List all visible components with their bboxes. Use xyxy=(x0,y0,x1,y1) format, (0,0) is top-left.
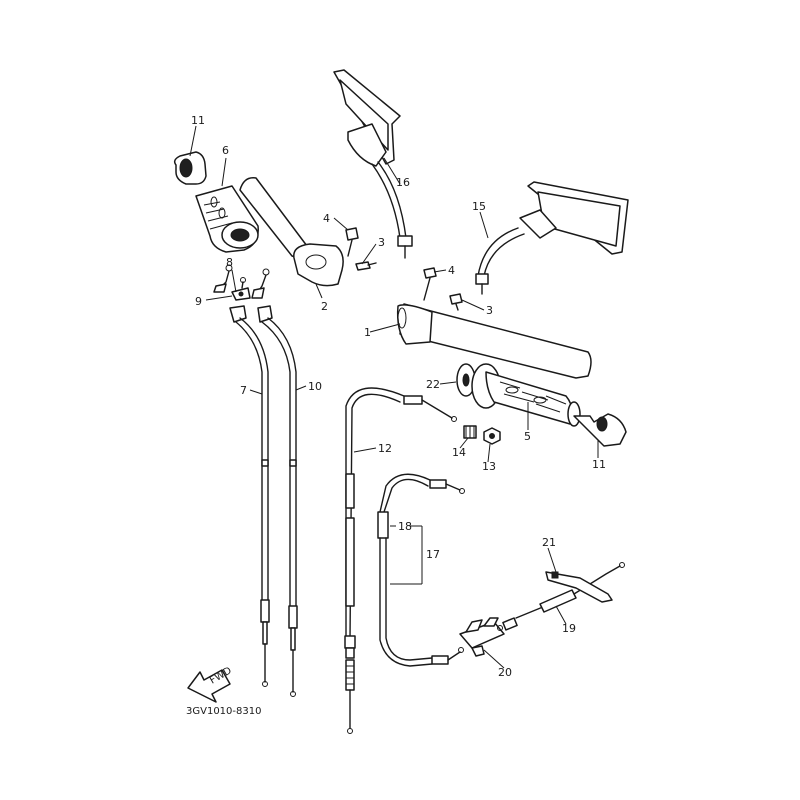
cable-7 xyxy=(229,305,270,687)
callout-11-left: 11 xyxy=(191,114,205,127)
cable-10 xyxy=(257,305,298,697)
callout-10: 10 xyxy=(308,380,322,393)
callout-16: 16 xyxy=(396,176,410,189)
callout-3-right: 3 xyxy=(486,304,493,317)
throttle-tube xyxy=(239,177,344,287)
callout-4-right: 4 xyxy=(448,264,455,277)
fwd-arrow: FWD xyxy=(187,665,234,703)
callout-6: 6 xyxy=(222,144,229,157)
grip-end-right xyxy=(573,413,627,447)
leader-lines xyxy=(189,125,599,669)
callout-18: 18 xyxy=(398,520,412,533)
callout-9: 9 xyxy=(195,295,202,308)
handlebar xyxy=(396,303,592,379)
screw-3-right xyxy=(449,293,463,311)
callout-5: 5 xyxy=(524,430,531,443)
throttle-grip xyxy=(195,185,259,253)
grip-end-left xyxy=(173,151,207,185)
cable-ends-7-10 xyxy=(213,264,270,299)
screw-3-left xyxy=(355,261,377,271)
cable-12 xyxy=(344,387,457,734)
callout-15: 15 xyxy=(472,200,486,213)
callout-17: 17 xyxy=(426,548,440,561)
callout-22: 22 xyxy=(426,378,440,391)
band-21 xyxy=(545,571,613,603)
callout-12: 12 xyxy=(378,442,392,455)
screw-4-right xyxy=(423,267,437,301)
mirror-left xyxy=(333,69,413,259)
callout-20: 20 xyxy=(498,666,512,679)
cable-17 xyxy=(377,473,465,667)
callout-8: 8 xyxy=(226,256,233,269)
callout-1: 1 xyxy=(364,326,371,339)
callout-11-right: 11 xyxy=(592,458,606,471)
mirror-right xyxy=(475,181,629,295)
plate-8 xyxy=(231,277,251,301)
washer-22 xyxy=(456,363,476,397)
switch-20 xyxy=(459,617,505,657)
callout-2: 2 xyxy=(321,300,328,313)
callout-4-left: 4 xyxy=(323,212,330,225)
callout-14: 14 xyxy=(452,446,466,459)
callout-19: 19 xyxy=(562,622,576,635)
callouts: 11 6 8 9 7 10 2 4 3 16 15 4 3 1 22 5 11 … xyxy=(186,114,606,717)
callout-21: 21 xyxy=(542,536,556,549)
callout-7: 7 xyxy=(240,384,247,397)
nut-13 xyxy=(483,427,501,445)
grip-right xyxy=(471,363,581,427)
screw-4-left xyxy=(345,227,359,257)
callout-13: 13 xyxy=(482,460,496,473)
part-code: 3GV1010-8310 xyxy=(186,706,261,717)
callout-3-left: 3 xyxy=(378,236,385,249)
adjuster-14 xyxy=(463,425,477,439)
